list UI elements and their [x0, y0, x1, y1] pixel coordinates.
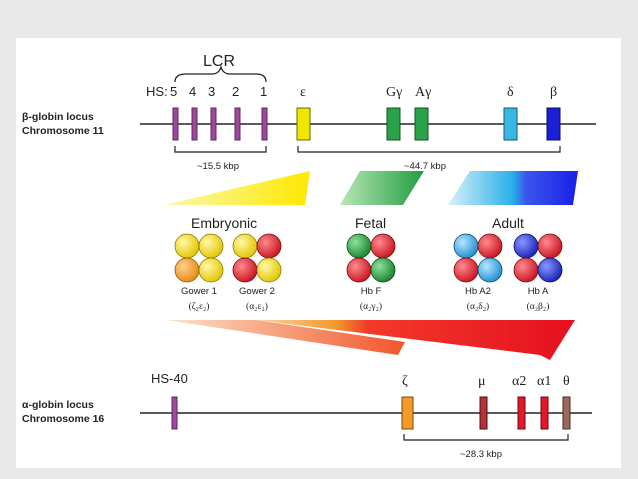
gene-alpha2-label: α2	[512, 374, 526, 389]
lcr-span-label: ~15.5 kbp	[197, 161, 239, 172]
hb-name-gower1: Gower 1	[181, 286, 217, 297]
hs40-box	[171, 396, 178, 430]
gene-a-gamma-label: Aγ	[415, 85, 431, 100]
hs-site-4: 4	[189, 84, 196, 99]
hs-prefix: HS:	[146, 84, 168, 99]
gene-zeta-label: ζ	[402, 374, 408, 389]
hs3-box	[210, 107, 217, 141]
gene-delta-label: δ	[507, 85, 514, 100]
zeta-expression-fan	[166, 320, 405, 355]
hb-formula-gower1: (ζ₂ε₂)	[189, 301, 210, 312]
alpha-span-bracket	[403, 434, 569, 441]
alpha2-gene-box	[517, 396, 526, 430]
hs-site-5: 5	[170, 84, 177, 99]
gene-beta-label: β	[550, 85, 557, 100]
hb-formula-gower2: (α₂ε₂)	[246, 301, 268, 312]
hs-site-2: 2	[232, 84, 239, 99]
hba-tetramer	[513, 233, 563, 283]
gene-mu-label: μ	[478, 374, 486, 389]
beta-gene-box	[546, 107, 561, 141]
embryonic-expression-fan	[164, 171, 310, 205]
hb-name-gower2: Gower 2	[239, 286, 275, 297]
gene-epsilon-label: ε	[300, 85, 306, 100]
hba2-tetramer	[453, 233, 503, 283]
beta-chromosome-label: Chromosome 11	[22, 125, 104, 137]
genes-span-label: ~44.7 kbp	[404, 161, 446, 172]
zeta-gene-box	[401, 396, 414, 430]
hs1-box	[261, 107, 268, 141]
stage-adult: Adult	[492, 215, 524, 231]
mu-gene-box	[479, 396, 488, 430]
gene-g-gamma-label: Gγ	[386, 85, 402, 100]
epsilon-gene-box	[296, 107, 311, 141]
hb-formula-hbf: (α₂γ₂)	[360, 301, 382, 312]
hs-site-3: 3	[208, 84, 215, 99]
hb-name-hba2: Hb A2	[465, 286, 491, 297]
lcr-brace	[174, 64, 267, 83]
hs2-box	[234, 107, 241, 141]
lcr-span-bracket	[174, 146, 267, 153]
stage-embryonic: Embryonic	[191, 215, 257, 231]
g-gamma-gene-box	[386, 107, 401, 141]
hb-formula-hba2: (α₂δ₂)	[467, 301, 489, 312]
alpha-chromosome-label: Chromosome 16	[22, 413, 104, 425]
alpha-expression-fan	[256, 320, 575, 360]
hs40-label: HS-40	[151, 371, 188, 386]
gower2-tetramer	[232, 233, 282, 283]
globin-locus-diagram: β-globin locus Chromosome 11 LCR HS: 5 4…	[22, 53, 596, 460]
beta-locus-label: β-globin locus	[22, 111, 94, 123]
genes-span-bracket	[297, 146, 561, 153]
alpha1-gene-box	[540, 396, 549, 430]
delta-gene-box	[503, 107, 518, 141]
theta-gene-box	[562, 396, 571, 430]
hs-site-1: 1	[260, 84, 267, 99]
fetal-expression-fan	[340, 171, 424, 205]
gene-alpha1-label: α1	[537, 374, 551, 389]
hb-name-hbf: Hb F	[361, 286, 382, 297]
adult-expression-fan	[448, 171, 578, 205]
hb-formula-hba: (α₂β₂)	[527, 301, 550, 312]
hs4-box	[191, 107, 198, 141]
gower1-tetramer	[174, 233, 224, 283]
hs5-box	[172, 107, 179, 141]
lcr-label: LCR	[203, 53, 235, 70]
gene-theta-label: θ	[563, 374, 570, 389]
alpha-span-label: ~28.3 kbp	[460, 449, 502, 460]
diagram-panel: β-globin locus Chromosome 11 LCR HS: 5 4…	[16, 38, 621, 468]
hb-name-hba: Hb A	[528, 286, 549, 297]
alpha-locus-label: α-globin locus	[22, 399, 94, 411]
stage-fetal: Fetal	[355, 215, 386, 231]
a-gamma-gene-box	[414, 107, 429, 141]
hbf-tetramer	[346, 233, 396, 283]
